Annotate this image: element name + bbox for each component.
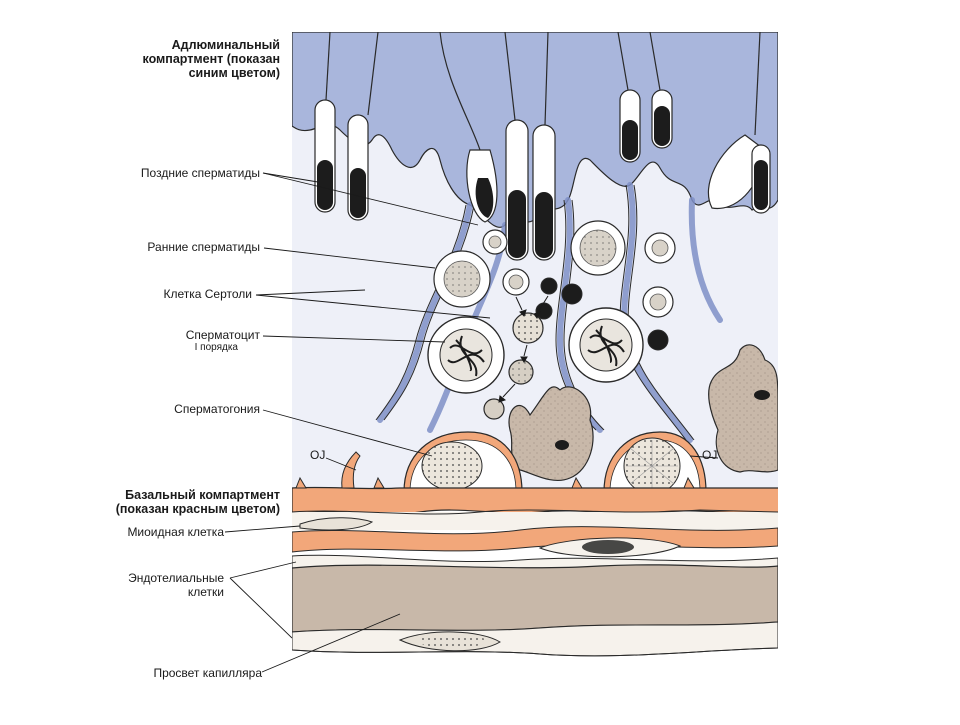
- leader-lines: [224, 172, 719, 673]
- label-spermatocyte: Сперматоцит: [185, 328, 260, 342]
- label-sertoli-cell: Клетка Сертоли: [163, 287, 252, 301]
- late-spermatid: [532, 32, 556, 261]
- late-spermatid: [504, 32, 529, 261]
- label-adluminal-compartment: Адлюминальный компартмент (показан синим…: [142, 38, 280, 80]
- capillary-lumen-region: [292, 564, 778, 633]
- label-basal-compartment: Базальный компартмент (показан красным ц…: [116, 488, 280, 516]
- dividing-cell-chain: [483, 295, 549, 420]
- primary-spermatocytes: [427, 307, 644, 394]
- label-endothelial-line-2: клетки: [187, 585, 224, 599]
- label-spermatogonia: Сперматогония: [174, 402, 260, 416]
- label-myoid-cell: Миоидная клетка: [127, 525, 224, 539]
- label-endothelial-line-1: Эндотелиальные: [128, 571, 224, 585]
- late-spermatid: [649, 32, 673, 149]
- meiotic-bodies: [535, 277, 669, 351]
- late-spermatid: [707, 32, 771, 214]
- spermatogonia: [403, 431, 707, 495]
- label-early-spermatids: Ранние сперматиды: [147, 240, 260, 254]
- label-late-spermatids: Поздние сперматиды: [140, 166, 260, 180]
- early-spermatids: [433, 220, 676, 318]
- label-spermatocyte-order: I порядка: [194, 342, 238, 353]
- label-basal-line-1: Базальный компартмент: [125, 488, 280, 502]
- label-oj-right: OJ: [702, 448, 718, 462]
- label-endothelial-cells: Эндотелиальные клетки: [128, 571, 224, 599]
- late-spermatids: [314, 32, 771, 261]
- myoid-cell: [299, 517, 374, 531]
- orange-lamina: [292, 526, 778, 553]
- late-spermatid: [314, 32, 336, 213]
- basal-projections: [295, 451, 695, 489]
- late-spermatid: [347, 32, 379, 221]
- label-adluminal-line-2: компартмент (показан: [142, 52, 280, 66]
- myoid-layer: [292, 512, 778, 530]
- label-oj-left: OJ: [310, 448, 326, 462]
- label-adluminal-line-3: синим цветом): [188, 66, 280, 80]
- late-spermatid: [439, 32, 498, 223]
- label-capillary-lumen: Просвет капилляра: [153, 666, 262, 680]
- label-adluminal-line-1: Адлюминальный: [171, 38, 280, 52]
- label-basal-line-2: (показан красным цветом): [115, 502, 280, 516]
- stippled-cells: [508, 344, 778, 482]
- late-spermatid: [617, 32, 641, 163]
